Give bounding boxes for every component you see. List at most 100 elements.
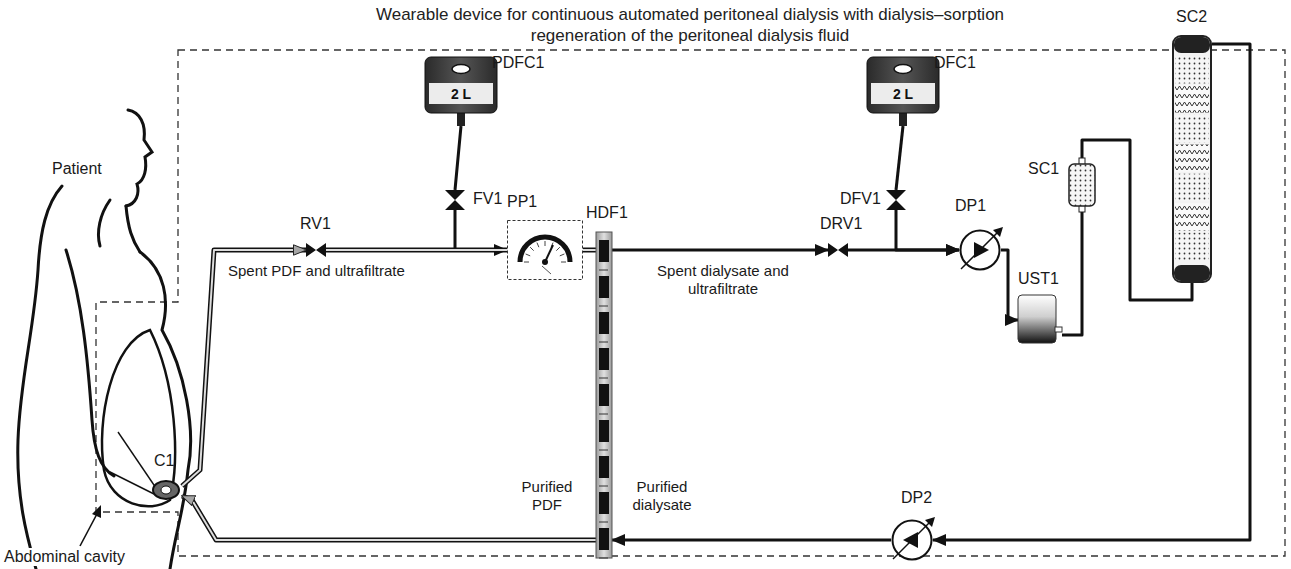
sorption-column: SC2 xyxy=(1172,36,1212,282)
figure-label: Abdominal cavity xyxy=(4,548,125,566)
valve-symbol: DRV1 xyxy=(828,243,848,257)
symbol-graphic xyxy=(828,243,848,257)
flow-line xyxy=(848,250,959,251)
device-boundary xyxy=(96,50,1285,556)
arrowhead-carrier xyxy=(896,126,903,190)
flow-line-stroke xyxy=(182,250,306,486)
arrowhead-carrier xyxy=(896,210,959,250)
pressure-gauge: PP1 xyxy=(507,220,583,280)
arrowhead-carrier xyxy=(1062,212,1082,335)
pump-symbol-outline xyxy=(959,229,1001,271)
part-label: C1 xyxy=(154,452,174,470)
flow-line xyxy=(326,250,507,251)
diagram-title: Wearable device for continuous automated… xyxy=(370,4,1010,47)
symbol-graphic xyxy=(1018,295,1062,343)
part-label: SC2 xyxy=(1176,8,1207,26)
volume-label: 2 L xyxy=(424,87,498,101)
part-label: DRV1 xyxy=(820,215,862,233)
flow-label: Purified PDF xyxy=(510,478,584,514)
symbol-graphic xyxy=(508,221,583,280)
flow-label: Spent PDF and ultrafiltrate xyxy=(228,262,405,280)
arrowhead-carrier xyxy=(933,44,1250,540)
catheter: C1 xyxy=(150,478,182,502)
arrowhead-carrier xyxy=(326,250,507,251)
arrowhead-carrier xyxy=(455,126,461,190)
fluid-container: PDFC12 L xyxy=(424,56,498,126)
volume-label: 2 L xyxy=(866,87,940,101)
figure-label: Patient xyxy=(52,160,102,178)
symbol-graphic xyxy=(425,57,497,126)
flow-line-stroke xyxy=(455,126,461,190)
pressure-gauge-outline xyxy=(507,220,583,280)
flow-line-stroke xyxy=(896,210,959,250)
symbol-graphic xyxy=(306,243,326,257)
arrowhead-carrier xyxy=(455,210,507,250)
part-label: FV1 xyxy=(473,190,502,208)
part-label: DP1 xyxy=(955,197,986,215)
pump-symbol: DP2 xyxy=(891,519,933,561)
flow-line xyxy=(896,210,959,250)
symbol-graphic xyxy=(1173,36,1211,282)
dialyzer-outline xyxy=(596,232,612,558)
flow-line-stroke xyxy=(612,539,891,542)
flow-line xyxy=(612,540,891,541)
flow-line-core xyxy=(182,250,306,486)
flow-line xyxy=(1001,250,1018,320)
flow-line-stroke xyxy=(612,249,828,252)
ultrafiltrate-tank-outline xyxy=(1018,295,1062,343)
part-label: DP2 xyxy=(901,489,932,507)
flow-line xyxy=(455,126,461,190)
flow-line-stroke xyxy=(1001,250,1018,320)
symbol-graphic xyxy=(153,481,179,499)
patient-body xyxy=(18,110,191,569)
symbol-graphic xyxy=(961,227,1004,270)
flow-label: Spent dialysate and ultrafiltrate xyxy=(648,262,798,298)
valve-symbol: DFV1 xyxy=(886,190,906,210)
flow-line-stroke xyxy=(583,248,596,253)
valve-symbol-outline xyxy=(886,190,906,210)
dialyzer: HDF1 xyxy=(596,232,612,558)
flow-line xyxy=(1062,212,1082,335)
part-label: UST1 xyxy=(1018,270,1059,288)
part-label: SC1 xyxy=(1028,160,1059,178)
part-label: PDFC1 xyxy=(492,54,544,72)
valve-symbol: RV1 xyxy=(306,243,326,257)
flow-line-stroke xyxy=(896,126,903,190)
sorption-column: SC1 xyxy=(1068,158,1096,212)
valve-symbol-outline xyxy=(828,243,848,257)
flow-line-stroke xyxy=(848,249,959,252)
symbol-graphic xyxy=(445,190,465,210)
part-label: RV1 xyxy=(300,215,331,233)
abdominal-cavity-outline xyxy=(102,330,175,506)
fluid-container: DFC12 L xyxy=(866,56,940,126)
catheter-tubes xyxy=(110,432,156,494)
arrowhead-carrier xyxy=(583,250,596,251)
flow-line xyxy=(933,44,1250,540)
arrowhead-carrier xyxy=(612,250,828,251)
symbol-graphic xyxy=(893,517,936,560)
flow-line-stroke xyxy=(326,248,507,253)
symbol-graphic xyxy=(867,57,939,126)
valve-symbol: FV1 xyxy=(445,190,465,210)
symbol-graphic xyxy=(1069,158,1095,212)
arrowhead-carrier xyxy=(612,540,891,541)
part-label: DFC1 xyxy=(934,54,976,72)
pump-symbol-outline xyxy=(891,519,933,561)
valve-symbol-outline xyxy=(445,190,465,210)
flow-line xyxy=(455,210,507,250)
part-label: HDF1 xyxy=(586,204,628,222)
flow-line-stroke xyxy=(1062,212,1082,335)
pump-symbol: DP1 xyxy=(959,229,1001,271)
symbol-graphic xyxy=(596,232,612,558)
part-label: PP1 xyxy=(507,193,537,211)
flow-line-core xyxy=(326,249,507,251)
arrowhead-carrier xyxy=(848,250,959,251)
sorption-column-outline xyxy=(1172,36,1212,282)
flow-label: Purified dialysate xyxy=(622,478,702,514)
flow-line xyxy=(612,250,828,251)
part-label: DFV1 xyxy=(840,190,881,208)
arrowhead-carrier xyxy=(182,250,306,486)
pointer-arrow xyxy=(80,512,98,546)
catheter-outline xyxy=(150,478,182,502)
